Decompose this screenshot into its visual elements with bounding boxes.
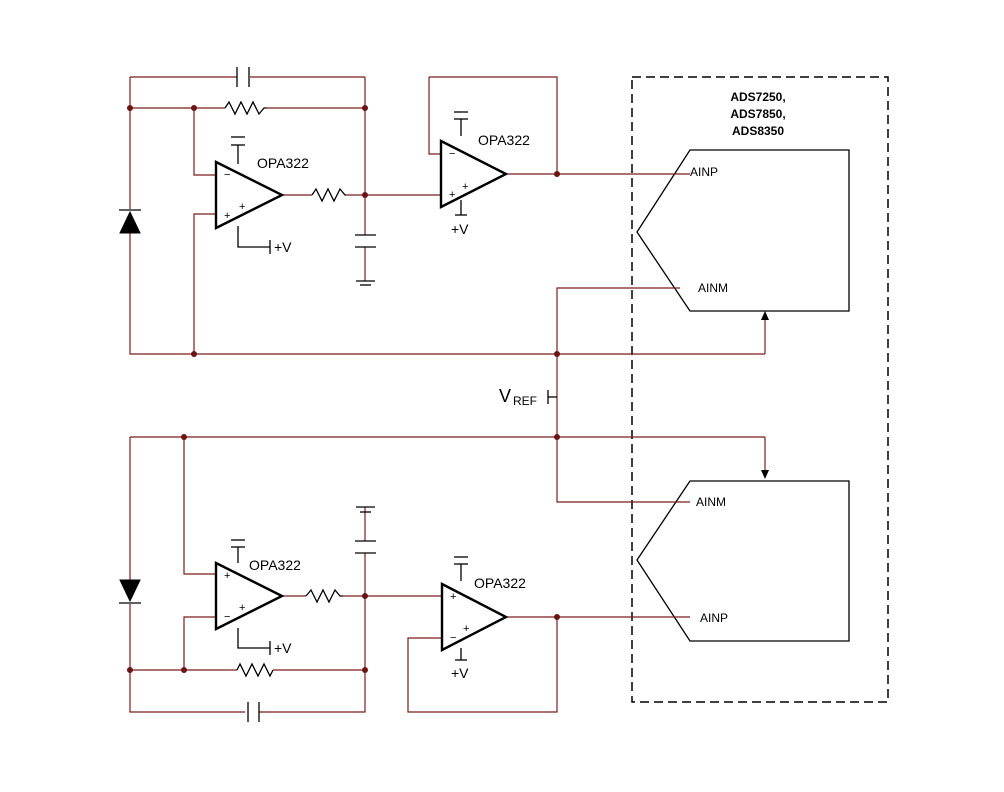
photodiode-upper xyxy=(119,210,141,234)
upper-ainm-label: AINM xyxy=(698,281,728,295)
svg-text:−: − xyxy=(449,148,455,160)
feedback-capacitor-lower xyxy=(247,702,260,722)
opamp-u1: − + + OPA322 +V xyxy=(214,136,309,255)
upper-ainp-label: AINP xyxy=(690,165,718,179)
svg-text:+: + xyxy=(450,591,456,603)
adc-upper-input-block xyxy=(636,149,850,312)
opamp-u1-label: OPA322 xyxy=(257,155,309,171)
vref-source: V REF xyxy=(499,354,558,437)
filter-capacitor-upper xyxy=(355,234,376,286)
upper-channel: − + + OPA322 +V − + + OPA322 +V xyxy=(119,67,769,355)
lower-ainp-label: AINP xyxy=(700,611,728,625)
feedback-resistor-lower xyxy=(236,662,274,678)
opamp-u4-label: OPA322 xyxy=(474,575,526,591)
filter-resistor-lower xyxy=(305,588,343,604)
lower-channel: + + − OPA322 +V + + − OPA322 +V xyxy=(119,436,769,722)
junction-dots xyxy=(127,105,560,673)
adc-part-line-1: ADS7250, xyxy=(730,90,785,104)
svg-text:+: + xyxy=(224,570,230,582)
adc-boundary xyxy=(631,76,889,703)
filter-resistor-upper xyxy=(311,187,346,203)
svg-text:−: − xyxy=(224,169,230,181)
feedback-capacitor-upper xyxy=(236,67,250,87)
photodiode-lower xyxy=(119,579,141,603)
opamp-u2: − + + OPA322 +V xyxy=(439,111,530,237)
adc-part-line-3: ADS8350 xyxy=(732,124,784,138)
svg-text:+: + xyxy=(462,181,468,193)
opamp-u2-label: OPA322 xyxy=(478,132,530,148)
opamp-u3-label: OPA322 xyxy=(249,557,301,573)
opamp-u2-supply: +V xyxy=(451,221,469,237)
opamp-u3: + + − OPA322 +V xyxy=(214,539,301,656)
vref-label: V xyxy=(499,386,511,406)
opamp-u4-supply: +V xyxy=(451,665,469,681)
opamp-u3-supply: +V xyxy=(274,640,292,656)
filter-capacitor-lower xyxy=(355,506,376,554)
svg-text:+: + xyxy=(449,189,455,201)
svg-text:+: + xyxy=(239,201,245,213)
svg-text:−: − xyxy=(450,632,456,644)
feedback-resistor-upper xyxy=(224,100,267,116)
svg-text:−: − xyxy=(224,611,230,623)
svg-text:+: + xyxy=(239,602,245,614)
svg-text:+: + xyxy=(224,210,230,222)
svg-text:+: + xyxy=(463,623,469,635)
adc-lower-input-block xyxy=(636,480,850,642)
vref-sub: REF xyxy=(513,394,537,408)
opamp-u1-supply: +V xyxy=(274,239,292,255)
opamp-u4: + + − OPA322 +V xyxy=(440,556,526,681)
lower-ainm-label: AINM xyxy=(696,495,726,509)
adc-part-line-2: ADS7850, xyxy=(730,107,785,121)
